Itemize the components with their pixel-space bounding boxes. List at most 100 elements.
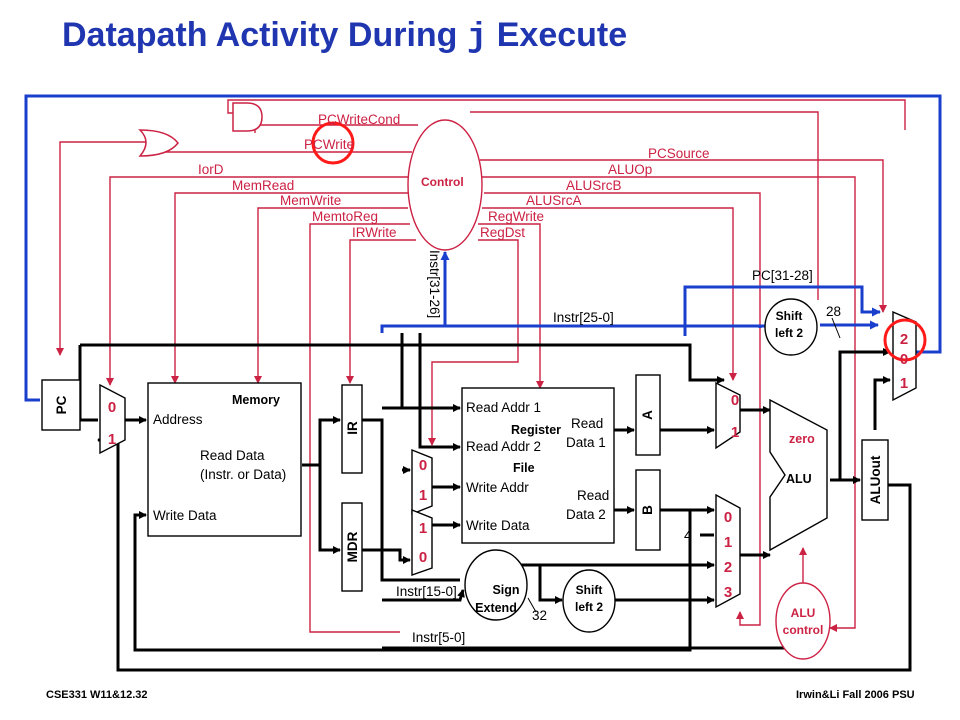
pc-register[interactable] [41,379,81,431]
pc-mux-0: 0 [108,399,116,416]
title-text: Datapath Activity During [62,16,467,54]
shift-left-bottom-unit[interactable] [562,569,616,633]
pc-label: PC [54,395,69,414]
zero-label: zero [789,432,815,446]
readaddr1-label: Read Addr 1 [466,400,541,415]
pcsource-mux-1: 1 [900,375,908,392]
footer-right: Irwin&Li Fall 2006 PSU [796,689,915,701]
a-register[interactable] [635,374,661,456]
mdr-register[interactable] [341,502,363,592]
memwrite-label: MemWrite [280,193,341,208]
sign-extend-label-2: Extend [475,601,517,615]
blocks [41,119,917,660]
tick-28 [831,317,841,339]
memread-wire [171,192,408,384]
memtoreg-mux-0: 0 [419,549,427,566]
writedata-label: Write Data [466,518,530,533]
instr-25-0-path [380,324,762,333]
regdst-wire [428,239,519,446]
readaddr2-label: Read Addr 2 [466,439,541,454]
memwrite-wire [254,207,408,384]
alusrcb-wire [484,192,761,626]
regdst-mux[interactable] [411,448,433,516]
aluop-wire [482,176,856,632]
shift-left-top-unit[interactable] [764,298,818,356]
iord-wire [106,176,408,386]
pc-mux[interactable] [99,383,126,455]
memory-block[interactable] [147,382,302,537]
pc-31-28-path [683,285,881,336]
const-4-label: 4 [684,527,692,543]
alusrcb-mux[interactable] [715,493,741,609]
instr-25-0-label: Instr[25-0] [553,310,614,325]
register-label: Register [511,423,561,437]
irwrite-wire [346,239,416,384]
b-label: B [640,505,655,515]
alusrca-mux-1: 1 [731,424,739,441]
shift-bottom-label-1: Shift [576,583,603,597]
title-code: j [466,19,488,57]
alusrca-mux-0: 0 [731,392,739,409]
zero-to-and-wire [227,99,906,130]
iord-label: IorD [198,162,224,177]
irwrite-label: IRWrite [352,225,397,240]
alu-label: ALU [786,472,812,486]
active-paths [24,94,942,402]
control-unit[interactable] [407,119,483,251]
memory-read-data: Read Data [200,448,265,463]
alusrca-mux[interactable] [715,381,741,450]
alu-control-label-1: ALU [791,606,816,620]
b-register[interactable] [635,469,661,551]
instr-5-0-label: Instr[5-0] [412,630,465,645]
file-label: File [513,461,535,475]
pc-mux-1: 1 [108,431,116,448]
instr-31-26-label: Instr[31-26] [427,250,442,318]
alusrca-label: ALUSrcA [526,193,582,208]
alu-unit[interactable] [769,398,828,552]
block-labels: PC Memory Address Read Data (Instr. or D… [54,309,883,615]
control-labels: PCWriteCond PCWrite IorD MemRead MemWrit… [198,112,823,637]
pcwrite-highlight [311,121,355,165]
mux-numbers: 0 1 0 1 1 0 0 1 0 1 2 3 2 0 1 [108,331,908,601]
ir-bus-wire [362,418,460,582]
aluout-register[interactable] [861,439,889,521]
regdst-mux-1: 1 [419,487,427,504]
instr-15-0-wire [382,589,465,602]
memtoreg-wire [309,223,410,633]
memtoreg-label: MemtoReg [312,209,378,224]
readdata2-label-b: Data 2 [566,507,606,522]
pcwritecond-wire-right [470,111,819,300]
control-label: Control [421,175,464,189]
shift-top-label-2: left 2 [775,326,803,340]
alu-control-unit[interactable] [775,582,831,660]
memtoreg-mux-1: 1 [419,520,427,537]
sign-extend-unit[interactable] [464,549,528,621]
pc-31-28-label: PC[31-28] [752,268,813,283]
register-file[interactable] [461,387,615,544]
pcwrite-label: PCWrite [304,137,354,152]
regdst-label: RegDst [480,225,525,240]
ir-rt-wire [418,333,461,451]
pc-update-path [24,94,942,402]
mdr-to-memtoreg-wire [362,548,411,564]
b-to-memwrite [133,510,692,652]
bus-width-ticks [527,317,841,613]
memtoreg-mux[interactable] [411,508,433,576]
pcsource-label: PCSource [648,146,710,161]
pcsource-highlight [883,318,927,362]
signext-to-shift [538,565,563,604]
mdr-label: MDR [345,531,360,562]
memory-read-data-sub: (Instr. or Data) [200,467,286,482]
readdata1-label-a: Read [571,416,603,431]
shift-bottom-label-2: left 2 [575,600,603,614]
instr-15-0-label: Instr[15-0] [396,584,457,599]
pcsource-mux[interactable] [892,310,917,402]
alusrcb-mux-2: 2 [724,559,732,576]
highlights [311,121,927,362]
ir-register[interactable] [341,384,363,474]
pcwritecond-label: PCWriteCond [318,112,400,127]
readdata2-label-a: Read [577,488,609,503]
memory-title: Memory [232,393,280,407]
and-gate-icon [232,102,263,132]
page-title: Datapath Activity During j Execute [62,16,627,57]
